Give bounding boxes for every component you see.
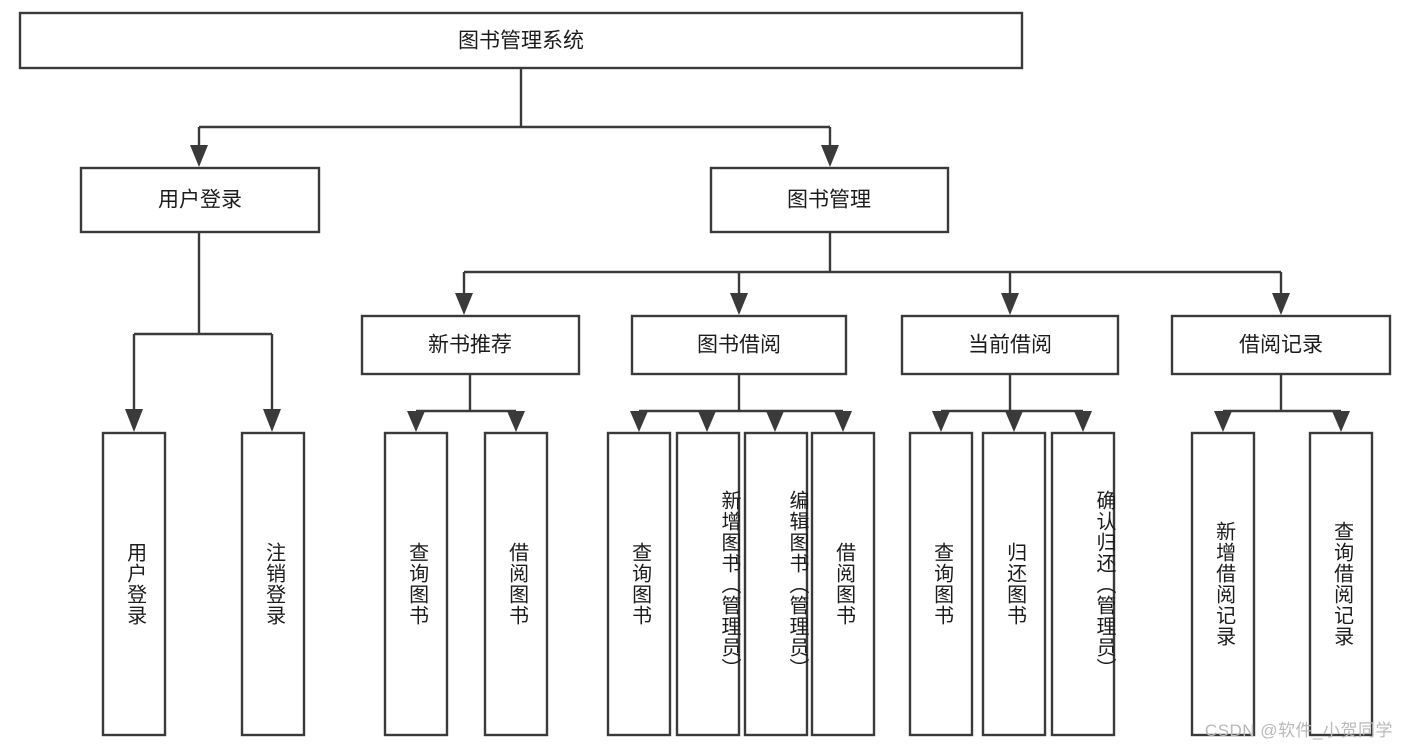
- node-leaf-query-book-2-box[interactable]: [606, 431, 672, 737]
- node-root-label: 图书管理系统: [458, 30, 584, 53]
- node-leaf-logout-box[interactable]: [240, 431, 306, 737]
- node-book-management-label: 图书管理: [787, 189, 871, 212]
- arrow-head-leaf-query-book-1: [407, 411, 425, 432]
- connector-group-book-borrow: [630, 374, 852, 432]
- node-root-box[interactable]: [18, 11, 1024, 70]
- node-leaf-query-book-1-box[interactable]: [383, 431, 449, 737]
- node-leaf-borrow-book-2-box[interactable]: [810, 431, 876, 737]
- connector-group-borrow-record: [1214, 374, 1350, 432]
- node-leaf-borrow-book-1-box[interactable]: [483, 431, 549, 737]
- node-book-management[interactable]: 图书管理: [709, 166, 950, 234]
- node-new-book-recommend-label: 新书推荐: [428, 334, 512, 357]
- arrow-head-leaf-query-book-3: [932, 411, 950, 432]
- node-current-borrow[interactable]: 当前借阅: [900, 314, 1120, 376]
- arrow-head-leaf-user-login: [125, 409, 143, 432]
- node-current-borrow-box[interactable]: [900, 314, 1120, 376]
- node-book-management-box[interactable]: [709, 166, 950, 234]
- arrow-head-leaf-add-book: [698, 411, 716, 432]
- node-book-borrow[interactable]: 图书借阅: [630, 314, 848, 376]
- node-leaf-query-book-3-box[interactable]: [908, 431, 974, 737]
- arrow-head-leaf-return-book: [1005, 411, 1023, 432]
- connector-group-root: [190, 68, 839, 167]
- connector-group-new-book-recommend: [407, 374, 525, 432]
- node-new-book-recommend-box[interactable]: [360, 314, 581, 376]
- watermark-text: CSDN @软件_小贺同学: [1204, 721, 1393, 740]
- node-borrow-record-label: 借阅记录: [1239, 334, 1323, 357]
- node-leaf-query-record-box[interactable]: [1308, 431, 1374, 737]
- arrow-head-leaf-borrow-book-2: [834, 411, 852, 432]
- arrow-head-leaf-query-record: [1332, 411, 1350, 432]
- node-user-login[interactable]: 用户登录: [79, 166, 321, 234]
- node-leaf-add-record-box[interactable]: [1190, 431, 1256, 737]
- arrow-head-current-borrow: [1001, 293, 1019, 315]
- node-current-borrow-label: 当前借阅: [968, 334, 1052, 357]
- arrow-head-borrow-record: [1272, 293, 1290, 315]
- arrow-head-leaf-query-book-2: [630, 411, 648, 432]
- arrow-head-leaf-borrow-book-1: [507, 411, 525, 432]
- connector-group-current-borrow: [932, 374, 1092, 432]
- arrow-head-book-management: [821, 145, 839, 167]
- leaf-box-group: [101, 431, 1374, 737]
- connector-group-user-login: [125, 232, 281, 432]
- node-borrow-record-box[interactable]: [1170, 314, 1392, 376]
- arrow-head-user-login: [190, 145, 208, 167]
- connector-group-book-management: [455, 232, 1290, 315]
- node-leaf-add-book-box[interactable]: [675, 431, 741, 737]
- node-leaf-return-book-box[interactable]: [981, 431, 1047, 737]
- node-book-borrow-box[interactable]: [630, 314, 848, 376]
- node-root[interactable]: 图书管理系统: [18, 11, 1024, 70]
- arrow-head-leaf-add-record: [1214, 411, 1232, 432]
- arrow-head-leaf-edit-book: [766, 411, 784, 432]
- node-leaf-edit-book-box[interactable]: [743, 431, 809, 737]
- node-borrow-record[interactable]: 借阅记录: [1170, 314, 1392, 376]
- arrow-head-leaf-confirm-return: [1074, 411, 1092, 432]
- node-leaf-user-login-box[interactable]: [101, 431, 167, 737]
- node-user-login-label: 用户登录: [158, 189, 242, 212]
- node-book-borrow-label: 图书借阅: [697, 334, 781, 357]
- arrow-head-book-borrow: [730, 293, 748, 315]
- node-new-book-recommend[interactable]: 新书推荐: [360, 314, 581, 376]
- node-user-login-box[interactable]: [79, 166, 321, 234]
- arrow-head-leaf-logout: [263, 409, 281, 432]
- node-leaf-confirm-return-box[interactable]: [1050, 431, 1116, 737]
- arrow-head-new-book-recommend: [455, 293, 473, 315]
